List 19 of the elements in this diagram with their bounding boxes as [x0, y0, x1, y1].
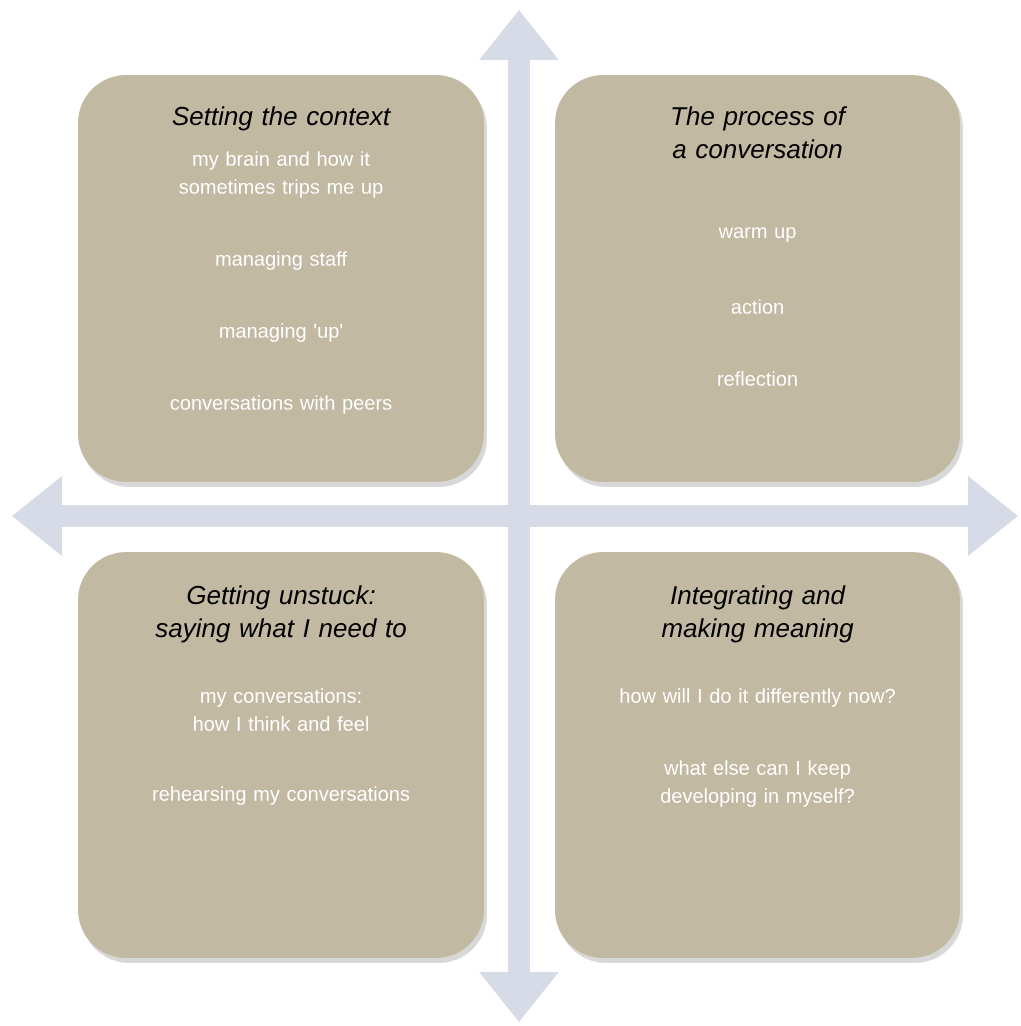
item-text: my conversations: how I think and feel [194, 688, 368, 731]
box-heading: Setting the context [172, 106, 391, 131]
item-text: my brain and how it sometimes trips me up [179, 151, 383, 198]
rounded-box [78, 75, 487, 487]
item-text: warm up [718, 227, 796, 243]
item-text: managing staff [216, 251, 347, 270]
item-text: rehearsing my conversations [153, 786, 410, 805]
rounded-box [555, 552, 963, 963]
item-text: managing 'up' [220, 323, 343, 342]
item-text: reflection [718, 371, 797, 386]
rounded-box [78, 552, 487, 963]
box-heading: The process of a conversation [672, 106, 848, 159]
item-text: how will I do it differently now? [620, 688, 895, 707]
item-text: what else can I keep developing in myself? [661, 760, 854, 807]
item-text: action [731, 299, 783, 314]
rounded-box [555, 75, 963, 487]
box-heading: Integrating and making meaning [661, 585, 854, 643]
item-text: conversations with peers [170, 395, 392, 414]
box-heading: Getting unstuck: saying what I need to [155, 585, 406, 643]
